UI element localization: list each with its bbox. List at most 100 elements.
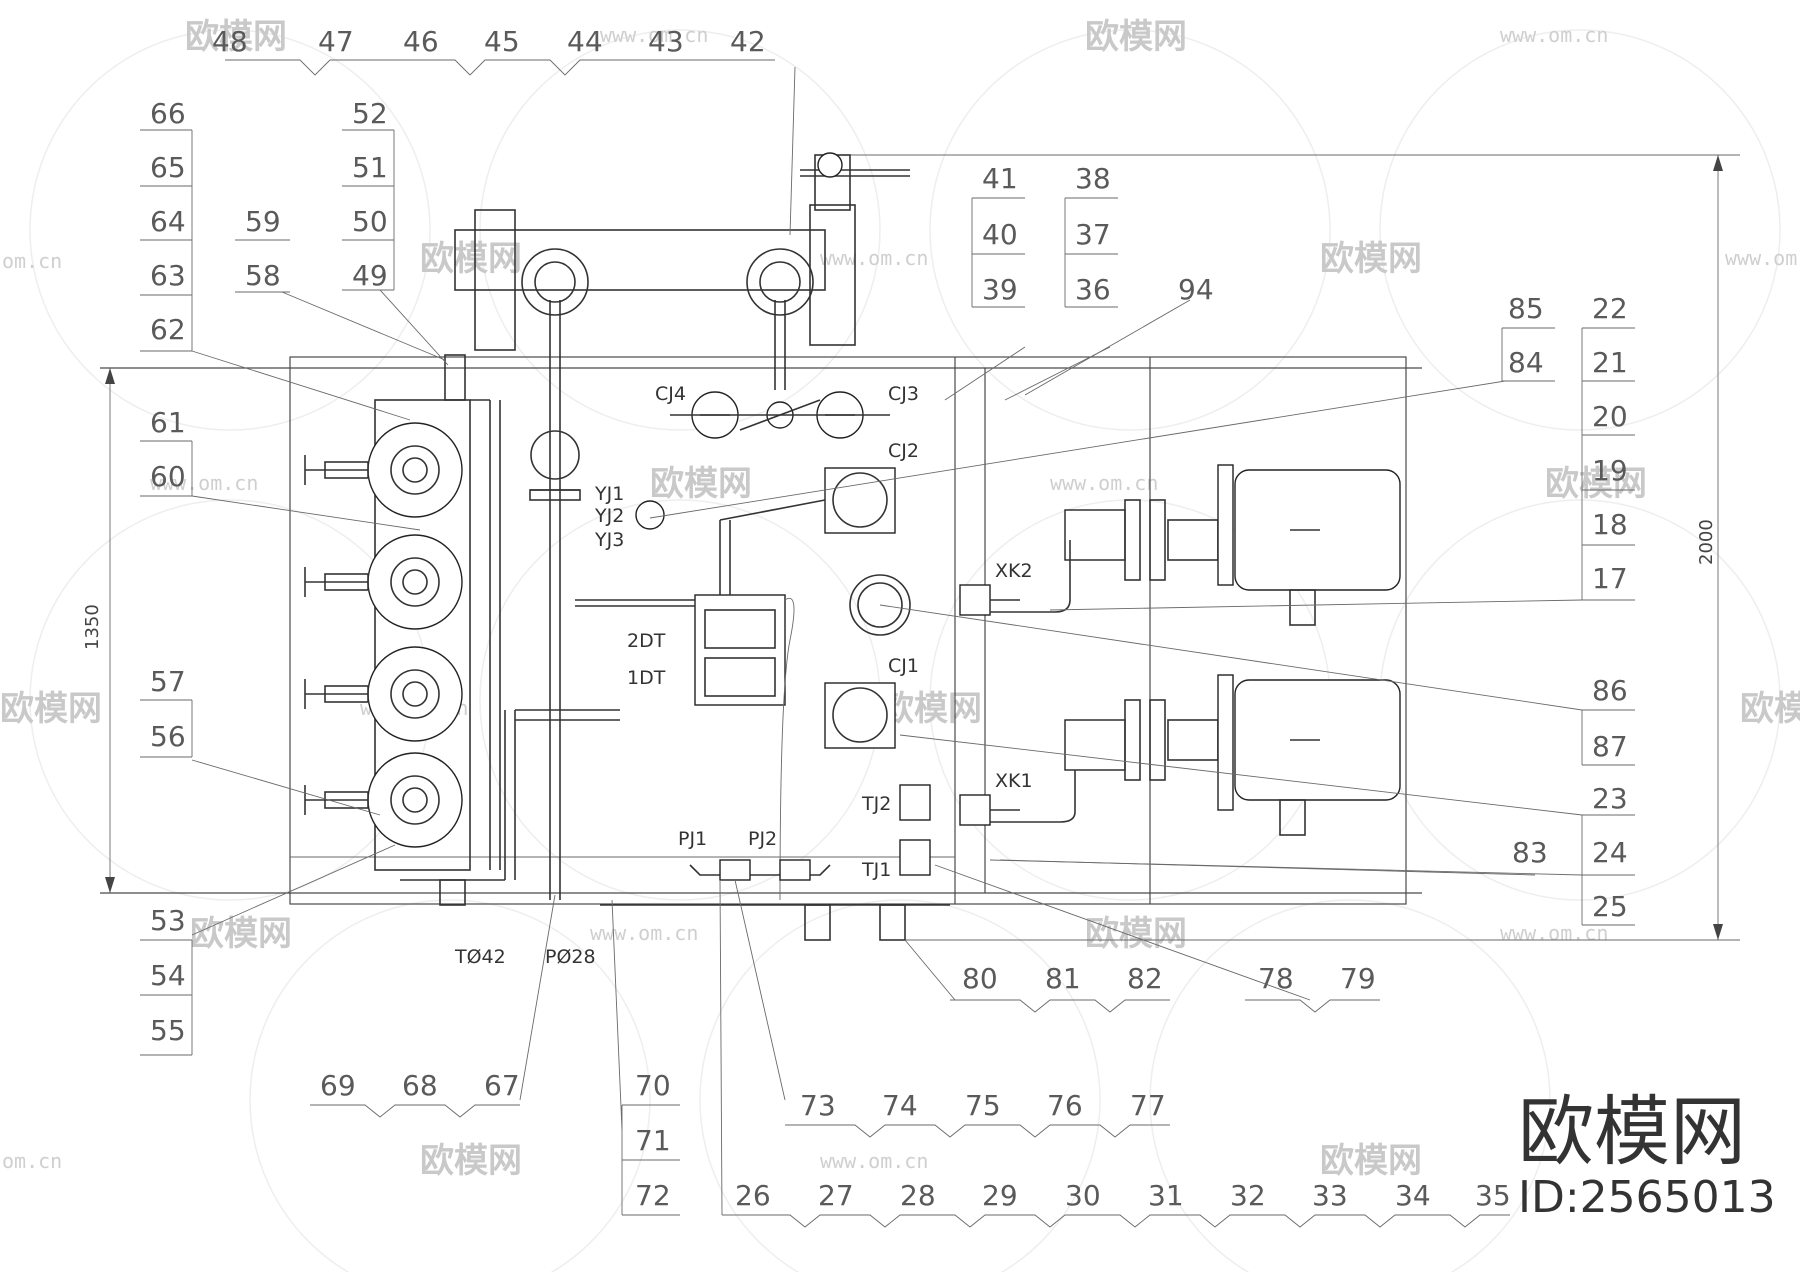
callout-57: 57 (150, 665, 186, 698)
callout-66: 66 (150, 97, 186, 130)
watermark-brand: 欧模网 (1740, 689, 1800, 729)
watermark-brand: 欧模网 (1085, 17, 1187, 57)
callout-53: 53 (150, 904, 186, 937)
tag-yj3: YJ3 (594, 529, 624, 551)
callout-29: 29 (982, 1179, 1018, 1212)
watermark-brand: 欧模网 (420, 239, 522, 279)
callout-65: 65 (150, 151, 186, 184)
watermark-url: om.cn (2, 1149, 62, 1173)
callout-41: 41 (982, 162, 1018, 195)
watermark-arcs (29, 29, 1781, 1272)
dimension-1350: 1350 (82, 604, 103, 650)
watermark-brand: 欧模网 (190, 914, 292, 954)
callout-50: 50 (352, 205, 388, 238)
callout-30: 30 (1065, 1179, 1101, 1212)
tag-cj4: CJ4 (655, 383, 686, 405)
callout-51: 51 (352, 151, 388, 184)
watermark-url: www.om.cn (820, 246, 928, 270)
tag-xk2: XK2 (995, 560, 1033, 582)
watermark-brand: 欧模网 (1545, 464, 1647, 504)
callout-46: 46 (403, 25, 439, 58)
tag-pj2: PJ2 (748, 828, 777, 850)
watermark-url: www.om.cn (590, 921, 698, 945)
tag-2dt: 2DT (627, 630, 666, 652)
watermark-brand: 欧模网 (880, 689, 982, 729)
callouts-top-row: 48 47 46 45 44 43 42 (212, 25, 775, 76)
callout-52: 52 (352, 97, 388, 130)
tag-t42: TØ42 (454, 946, 506, 968)
callout-32: 32 (1230, 1179, 1266, 1212)
callout-58: 58 (245, 259, 281, 292)
callout-94: 94 (1178, 273, 1214, 306)
tag-yj2: YJ2 (594, 505, 624, 527)
callout-75: 75 (965, 1089, 1001, 1122)
watermark-brand: 欧模网 (420, 1141, 522, 1181)
valve-cluster-top (670, 391, 890, 439)
callout-86: 86 (1592, 674, 1628, 707)
callout-85: 85 (1508, 292, 1544, 325)
tag-xk1: XK1 (995, 770, 1033, 792)
callout-49: 49 (352, 259, 388, 292)
callout-87: 87 (1592, 730, 1628, 763)
callout-84: 84 (1508, 346, 1544, 379)
callout-42: 42 (730, 25, 766, 58)
callout-38: 38 (1075, 162, 1111, 195)
callout-28: 28 (900, 1179, 936, 1212)
tag-cj3: CJ3 (888, 383, 919, 405)
tag-yj1: YJ1 (594, 483, 624, 505)
pressure-gauges (635, 467, 911, 749)
callout-36: 36 (1075, 273, 1111, 306)
callout-23: 23 (1592, 782, 1628, 815)
callouts-69-67: 69 68 67 (310, 1069, 520, 1118)
watermark-brand: 欧模网 (185, 17, 287, 57)
callout-31: 31 (1148, 1179, 1184, 1212)
stack-23-25: 23 24 25 (1581, 782, 1635, 926)
tag-tj1: TJ1 (861, 859, 891, 881)
callout-59: 59 (245, 205, 281, 238)
callout-81: 81 (1045, 962, 1081, 995)
stack-41-39: 41 40 39 (971, 162, 1025, 308)
watermark-brand: 欧模网 (1085, 914, 1187, 954)
suction-couplings (959, 584, 1020, 826)
watermark-brand: 欧模网 (1320, 1141, 1422, 1181)
component-tags: CJ4 CJ3 CJ2 CJ1 YJ1 YJ2 YJ3 2DT 1DT XK2 … (454, 383, 1033, 968)
stack-57-56: 57 56 (140, 665, 193, 758)
callout-68: 68 (402, 1069, 438, 1102)
callout-79: 79 (1340, 962, 1376, 995)
callout-83-group: 83 (1512, 836, 1548, 869)
dimension-left: 1350 (82, 368, 115, 893)
callout-44: 44 (567, 25, 603, 58)
callout-70: 70 (635, 1069, 671, 1102)
callout-19: 19 (1592, 454, 1628, 487)
stack-38-36: 38 37 36 (1064, 162, 1118, 308)
watermark-url: www.om.cn (600, 23, 708, 47)
callout-61: 61 (150, 406, 186, 439)
watermark-url: www.om.cn (820, 1149, 928, 1173)
callout-80: 80 (962, 962, 998, 995)
callout-94-group: 94 (1178, 273, 1214, 306)
stack-61-60: 61 60 (140, 406, 193, 497)
callout-77: 77 (1130, 1089, 1166, 1122)
tag-cj1: CJ1 (888, 655, 919, 677)
callout-71: 71 (635, 1124, 671, 1157)
callout-74: 74 (882, 1089, 918, 1122)
stack-52-49: 52 51 50 49 (342, 97, 395, 292)
callout-60: 60 (150, 460, 186, 493)
leader-lines (191, 66, 1583, 1216)
callout-21: 21 (1592, 346, 1628, 379)
callouts-78-79: 78 79 (1245, 962, 1380, 1013)
tag-cj2: CJ2 (888, 440, 919, 462)
stack-66-62: 66 65 64 63 62 (140, 97, 193, 352)
callout-26: 26 (735, 1179, 771, 1212)
bottom-instruments (600, 784, 950, 941)
callout-34: 34 (1395, 1179, 1431, 1212)
watermark-url: www.om.cn (1500, 23, 1608, 47)
tag-pj1: PJ1 (678, 828, 707, 850)
callouts-80-82: 80 81 82 (950, 962, 1170, 1013)
callout-33: 33 (1312, 1179, 1348, 1212)
callouts-26-35: 26 27 28 29 30 31 32 33 34 35 (722, 1179, 1511, 1228)
brand-stamp: 欧模网 ID:2565013 (1518, 1087, 1776, 1223)
brand-name: 欧模网 (1518, 1087, 1746, 1176)
watermark-url: www.om.cn (1725, 246, 1800, 270)
